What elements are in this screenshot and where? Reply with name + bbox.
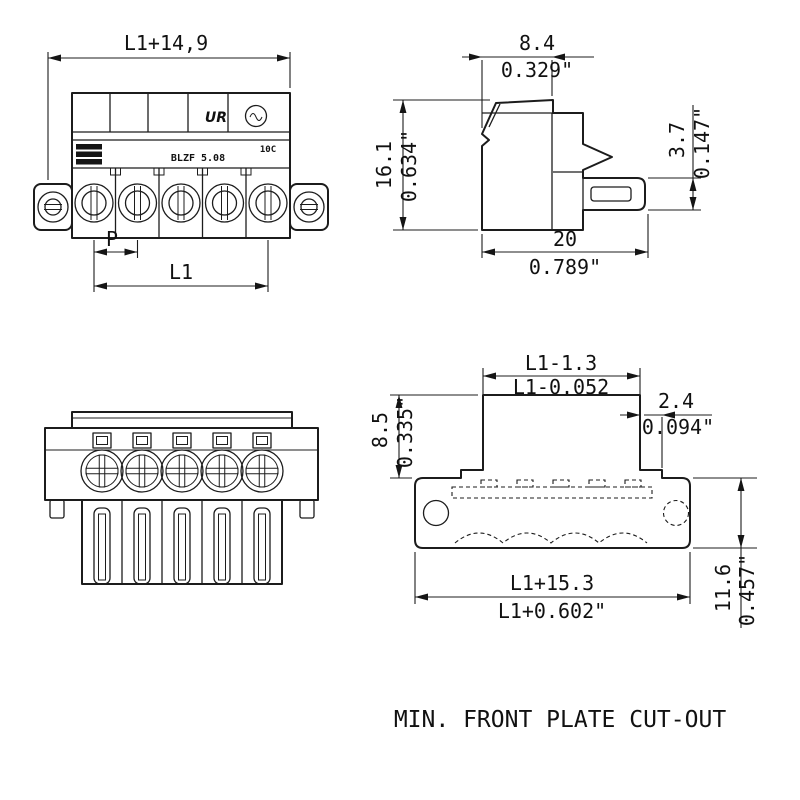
screw-hole — [422, 499, 450, 527]
dim-label-in: L1+0.602" — [498, 599, 606, 623]
code-marking: 10C — [260, 145, 276, 155]
dimension-step: 2.4 0.094" — [620, 389, 714, 468]
cutout-contour — [414, 394, 691, 549]
clamp-screw — [240, 449, 284, 493]
coding-notch — [197, 167, 208, 176]
flange-left — [33, 183, 73, 231]
dim-label-in: 0.789" — [529, 255, 601, 279]
view-front-plug: UR BLZF 5.08 10C — [33, 31, 329, 292]
cert-mark-icon — [244, 104, 268, 128]
hidden-edges — [451, 479, 653, 544]
coding-notch — [110, 167, 121, 176]
dimension-plate-width: L1+15.3 L1+0.602" — [414, 552, 691, 623]
dim-label-in: 0.457" — [735, 554, 759, 626]
screw-hole-hidden — [662, 499, 690, 527]
dim-label-in: 0.329" — [501, 58, 573, 82]
ul-mark: UR — [205, 110, 227, 126]
flange-right — [289, 183, 329, 231]
clamp-screws — [80, 449, 284, 493]
coding-notch — [153, 167, 165, 176]
dimension-depth: 20 0.789" — [481, 214, 649, 279]
dimension-height: 16.1 0.634" — [372, 99, 490, 231]
terminal-screw — [248, 183, 288, 223]
terminal-screw — [204, 183, 245, 223]
dim-label-mm: 20 — [553, 227, 577, 251]
terminal-screw — [161, 183, 201, 223]
plug-body — [71, 92, 291, 239]
dimension-l1: L1 — [94, 240, 269, 292]
dim-label-mm: 8.4 — [519, 31, 555, 55]
dim-label-in: 0.094" — [642, 415, 714, 439]
dimension-plate-height: 11.6 0.457" — [693, 477, 759, 628]
coding-notch — [240, 167, 252, 176]
clamp-screw — [120, 449, 164, 493]
dimension-cutout-width: L1-1.3 L1-0.052 — [482, 351, 641, 399]
brand-mark-icon — [76, 144, 102, 165]
latch-edge — [488, 103, 501, 128]
dimension-top-width: 8.4 0.329" — [462, 31, 594, 128]
clamp-screw — [200, 449, 244, 493]
dim-label-in: L1-0.052 — [513, 375, 609, 399]
socket-body — [44, 427, 319, 501]
clamp-screw — [160, 449, 204, 493]
dimension-tab-height: 3.7 0.147" — [648, 105, 714, 211]
dimension-overall-width: L1+14,9 — [47, 31, 291, 180]
terminal-screws — [74, 183, 288, 223]
dim-label-in: 0.335" — [393, 396, 417, 468]
wire-entry-block — [81, 499, 283, 585]
type-marking: BLZF 5.08 — [171, 153, 225, 164]
view-cutout: L1-1.3 L1-0.052 8.5 0.335" 2.4 0.094" L1… — [368, 351, 759, 628]
view-front-socket — [44, 411, 319, 585]
terminal-screw — [74, 183, 114, 223]
dimension-pitch: P — [93, 227, 139, 292]
wire-cavities — [93, 507, 271, 585]
dimension-cutout-height: 8.5 0.335" — [368, 394, 478, 479]
vent-windows — [92, 432, 272, 449]
dim-label-in: 0.147" — [690, 107, 714, 179]
tab-slot — [590, 186, 632, 202]
dim-label-mm: 8.5 — [368, 412, 392, 448]
dim-label-mm: 3.7 — [665, 122, 689, 158]
side-profile — [481, 99, 646, 231]
top-strip — [71, 411, 293, 429]
terminal-screw — [117, 183, 158, 223]
dim-label: L1 — [169, 260, 193, 284]
dim-label-mm: 2.4 — [658, 389, 694, 413]
dim-label-mm: L1+15.3 — [510, 571, 594, 595]
mounting-peg — [299, 499, 315, 519]
caption: MIN. FRONT PLATE CUT-OUT — [394, 707, 726, 733]
dim-label-in: 0.634" — [397, 130, 421, 202]
dim-label: P — [106, 227, 118, 251]
dim-label-mm: 11.6 — [711, 564, 735, 612]
view-side-plug: 8.4 0.329" 16.1 0.634" 3.7 0.147" 20 0.7… — [372, 31, 714, 279]
dim-label-mm: 16.1 — [372, 141, 396, 189]
dim-label: L1+14,9 — [124, 31, 208, 55]
cert-mark-icon — [249, 113, 263, 121]
clamp-screw — [80, 449, 124, 493]
mounting-peg — [49, 499, 65, 519]
dim-label-mm: L1-1.3 — [525, 351, 597, 375]
